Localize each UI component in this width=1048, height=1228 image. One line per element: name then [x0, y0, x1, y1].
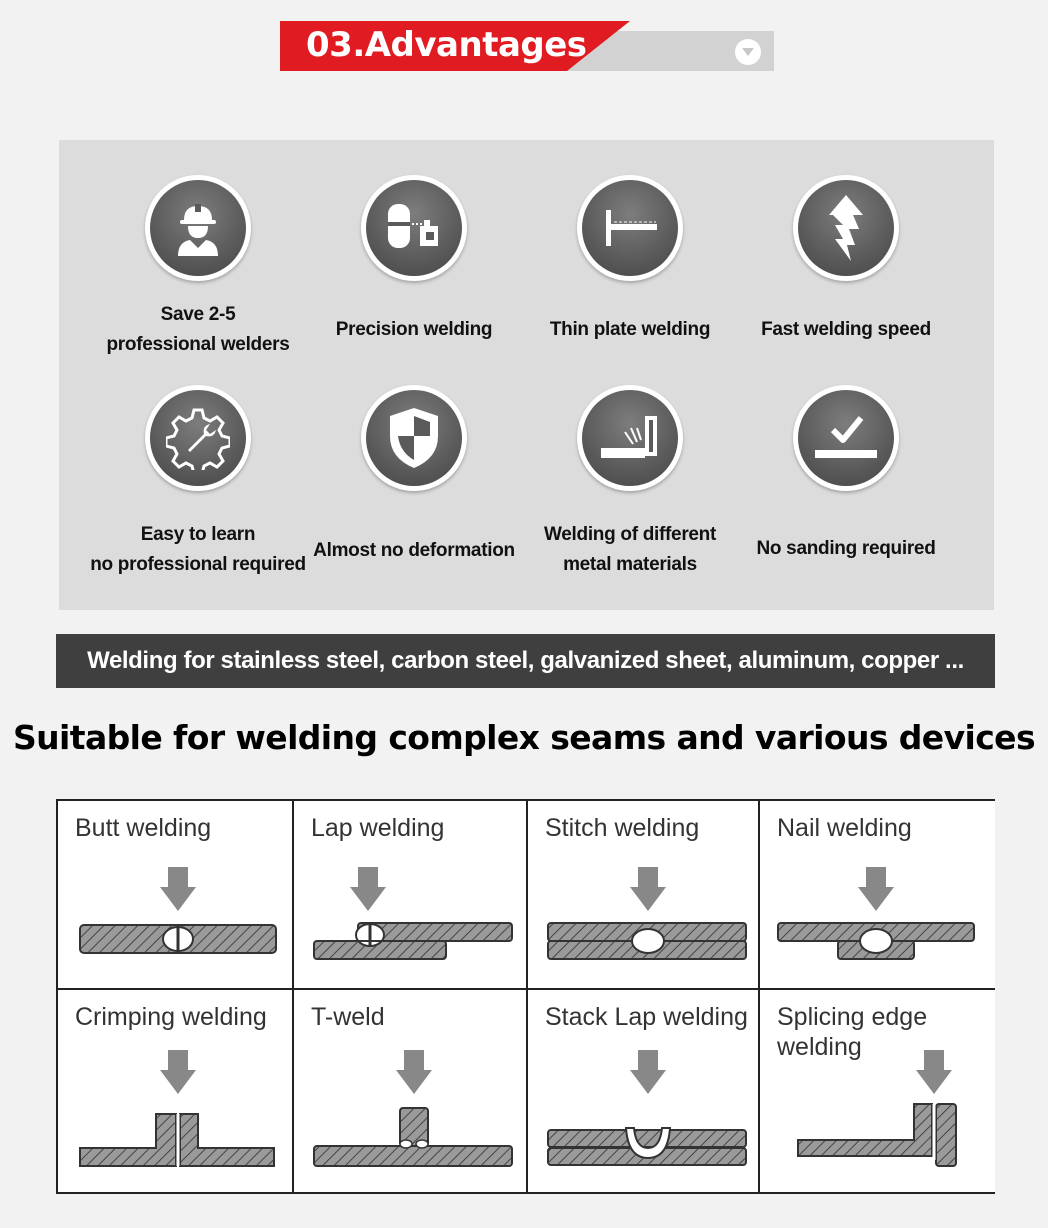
weld-types-heading: Suitable for welding complex seams and v…	[13, 718, 1036, 757]
metal-plates-icon	[577, 385, 683, 491]
thin-plate-icon	[577, 175, 683, 281]
gear-wrench-icon	[145, 385, 251, 491]
weld-type-label: Butt welding	[75, 814, 212, 842]
weld-type-cell: Crimping welding	[58, 990, 294, 1192]
weld-type-cell: Butt welding	[58, 801, 294, 990]
nail-welding-diagram	[777, 867, 975, 960]
materials-bar: Welding for stainless steel, carbon stee…	[56, 634, 995, 688]
advantage-label: Precision welding	[335, 319, 493, 340]
crimping-welding-diagram	[79, 1050, 275, 1167]
weld-type-label: Stack Lap welding	[545, 1003, 748, 1031]
weld-type-cell: Stitch welding	[528, 801, 760, 990]
stack-lap-welding-diagram	[547, 1050, 747, 1166]
checkmark-surface-icon	[793, 385, 899, 491]
chevron-down-icon[interactable]	[735, 39, 761, 65]
shield-icon	[361, 385, 467, 491]
weld-type-cell: Nail welding	[760, 801, 995, 990]
weld-type-cell: Stack Lap welding	[528, 990, 760, 1192]
advantage-label: Almost no deformation	[313, 540, 515, 561]
advantage-label: Thin plate welding	[549, 319, 711, 340]
weld-types-grid: Butt welding Lap welding Stitch welding …	[56, 799, 995, 1194]
weld-type-cell: T-weld	[294, 990, 528, 1192]
weld-type-label: Nail welding	[777, 814, 912, 842]
header-red-band	[280, 21, 630, 71]
lightning-arrow-icon	[793, 175, 899, 281]
weld-type-label: T-weld	[311, 1003, 385, 1031]
advantage-label: No sanding required	[756, 538, 936, 559]
stitch-welding-diagram	[547, 867, 747, 960]
worker-helmet-icon	[145, 175, 251, 281]
splicing-edge-welding-diagram	[797, 1050, 957, 1167]
butt-welding-diagram	[79, 867, 277, 954]
section-title: 03.Advantages	[306, 25, 587, 65]
t-weld-diagram	[313, 1050, 513, 1167]
weld-type-label: Stitch welding	[545, 814, 700, 842]
precision-welding-icon	[361, 175, 467, 281]
weld-type-cell: Lap welding	[294, 801, 528, 990]
weld-type-label: Lap welding	[311, 814, 445, 842]
weld-type-label: Crimping welding	[75, 1003, 267, 1031]
advantage-label: Fast welding speed	[761, 319, 931, 340]
lap-welding-diagram	[313, 867, 513, 960]
section-header: 03.Advantages	[280, 21, 774, 71]
